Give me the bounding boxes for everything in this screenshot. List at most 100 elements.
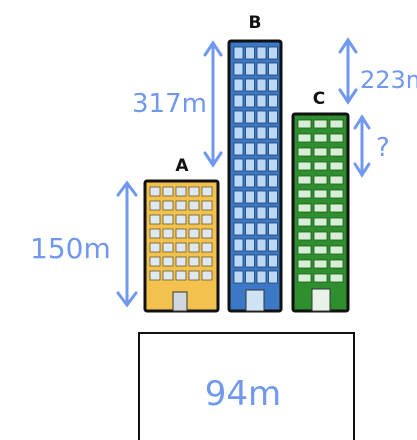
window (188, 186, 200, 197)
window (256, 46, 267, 60)
window (329, 259, 344, 269)
window (201, 186, 213, 197)
window (268, 190, 278, 204)
window (245, 46, 255, 60)
window (313, 217, 328, 227)
window (162, 186, 174, 197)
window (149, 200, 161, 211)
window (256, 78, 267, 92)
window (256, 158, 267, 172)
window (245, 78, 255, 92)
window (256, 62, 267, 76)
window (256, 142, 267, 156)
window (313, 147, 328, 157)
window (233, 142, 244, 156)
window (201, 214, 213, 225)
window (297, 175, 312, 185)
window (201, 228, 213, 239)
window (188, 256, 200, 267)
window (297, 133, 312, 143)
building-b: B (227, 13, 283, 313)
window (233, 62, 244, 76)
window (162, 214, 174, 225)
window (313, 245, 328, 255)
window (201, 200, 213, 211)
window (268, 78, 278, 92)
window (297, 231, 312, 241)
window (268, 126, 278, 140)
window (233, 126, 244, 140)
window (245, 62, 255, 76)
window (233, 254, 244, 268)
window (297, 259, 312, 269)
window (313, 231, 328, 241)
window (268, 46, 278, 60)
window (313, 175, 328, 185)
arrow-b-above-a (203, 40, 223, 168)
window (245, 270, 255, 284)
window (329, 273, 344, 283)
window (256, 190, 267, 204)
window (256, 94, 267, 108)
window (329, 119, 344, 129)
window (245, 142, 255, 156)
window (149, 256, 161, 267)
window (297, 119, 312, 129)
window (233, 78, 244, 92)
window (175, 200, 187, 211)
window (175, 242, 187, 253)
window (313, 189, 328, 199)
window (233, 222, 244, 236)
label-a-height: 150m (30, 232, 111, 265)
window (268, 222, 278, 236)
answer-box-value: 94m (205, 374, 281, 414)
window (162, 242, 174, 253)
window (233, 238, 244, 252)
label-c-unknown: ? (376, 133, 390, 163)
building-b-door (245, 289, 265, 312)
window (245, 190, 255, 204)
window (162, 228, 174, 239)
window (297, 245, 312, 255)
window (245, 238, 255, 252)
building-c: C (291, 89, 350, 313)
building-b-windows (233, 46, 278, 284)
window (149, 228, 161, 239)
window (201, 270, 213, 281)
window (268, 174, 278, 188)
window (149, 214, 161, 225)
window (245, 94, 255, 108)
window (149, 242, 161, 253)
window (175, 228, 187, 239)
window (233, 206, 244, 220)
window (329, 231, 344, 241)
building-c-door (311, 288, 331, 312)
window (268, 254, 278, 268)
window (297, 273, 312, 283)
building-c-windows (297, 119, 344, 283)
window (329, 133, 344, 143)
window (233, 94, 244, 108)
window (297, 217, 312, 227)
window (313, 133, 328, 143)
window (256, 254, 267, 268)
window (256, 110, 267, 124)
window (245, 206, 255, 220)
building-a-door (172, 291, 188, 312)
window (188, 270, 200, 281)
window (297, 203, 312, 213)
window (188, 242, 200, 253)
window (329, 217, 344, 227)
window (268, 110, 278, 124)
arrow-a-height (116, 180, 138, 308)
window (268, 142, 278, 156)
building-a-label: A (175, 156, 189, 176)
window (162, 270, 174, 281)
window (175, 270, 187, 281)
window (201, 256, 213, 267)
window (245, 174, 255, 188)
window (268, 158, 278, 172)
window (175, 214, 187, 225)
window (329, 147, 344, 157)
